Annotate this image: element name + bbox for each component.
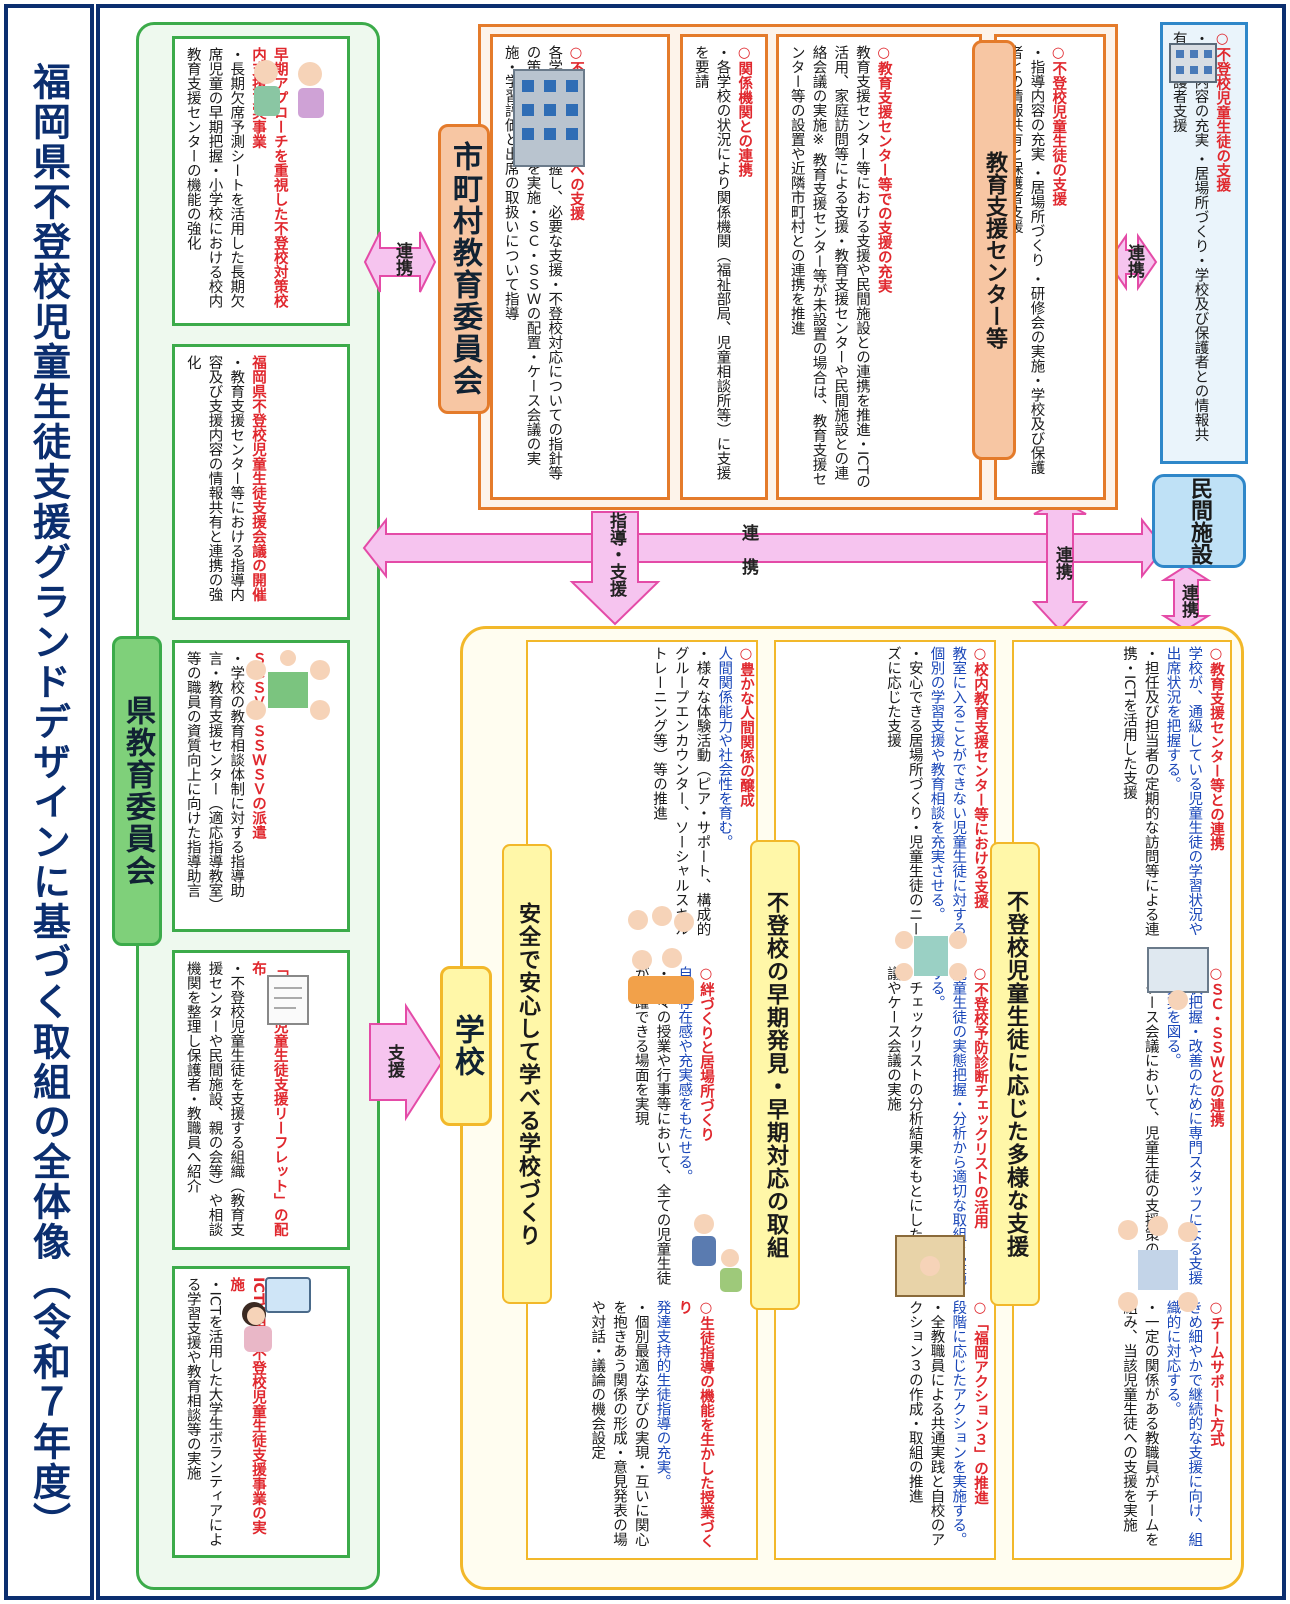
school-diverse-item-3: ○教育支援センター等との連携 学校が、通級している児童生徒の学習状況や出席状況を…: [1050, 646, 1226, 946]
private-facility-region: ○不登校児童生徒の支援 ・指導内容の充実 ・居場所づくり・学校及び保護者との情報…: [1160, 22, 1248, 464]
pref-card-meeting-body: ・教育支援センター等における指導内容及び支援内容の情報共有と連携の強化: [184, 355, 245, 602]
renkei-arrow-label-long: 連 携: [738, 524, 758, 575]
pref-card-ict-body: ・ICTを活用した大学生ボランティアによる学習支援や教育相談等の実施: [184, 1277, 223, 1547]
school-early-item-2-sub: 児童生徒の実態把握・分析から適切な取組を実施する。: [928, 966, 967, 1285]
shido-shien-arrow-label: 指導・支援: [606, 512, 626, 597]
private-facility-body: ・指導内容の充実 ・居場所づくり・学校及び保護者との情報共有と保護者支援: [1170, 31, 1209, 442]
prefecture-board-label-box: 県教育委員会: [112, 636, 162, 946]
building-illustration-icon: [508, 60, 590, 170]
pref-card-scsv: ＳＣＳＶ・ＳＳＷＳＶの派遣 ・学校の教育相談体制に対する指導助言・教育支援センタ…: [172, 640, 350, 932]
pref-card-meeting: 福岡県不登校児童生徒支援会議の開催 ・教育支援センター等における指導内容及び支援…: [172, 344, 350, 620]
muni-card-agencies: ○関係機関との連携 ・各学校の状況により関係機関（福祉部局、児童相談所等）に支援…: [680, 34, 768, 500]
page-title-box: 福岡県不登校児童生徒支援グランドデザインに基づく取組の全体像（令和７年度）: [4, 4, 94, 1600]
meeting-illustration-icon: [240, 648, 332, 732]
private-facility-label-box: 民間施設: [1152, 474, 1246, 568]
school-section-safe-title: 安全で安心して学べる学校づくり: [515, 901, 540, 1247]
renkei-arrow-label-right: 連携: [1052, 546, 1072, 580]
school-early-item-3-heading: ○校内教育支援センター等における支援: [972, 646, 988, 909]
school-early-item-1-body: ・全教職員による共通実践と自校のアクション３の作成・取組の推進: [906, 1300, 945, 1547]
school-early-item-1: ○「福岡アクション３」の推進 段階に応じたアクションを実施する。 ・全教職員によ…: [810, 1300, 990, 1560]
teacher-student-illustration-icon: [684, 1206, 748, 1296]
support-center-label-box: 教育支援センター等: [972, 40, 1016, 460]
school-section-early-title-box: 不登校の早期発見・早期対応の取組: [750, 840, 800, 1310]
school-label-box: 学校: [440, 966, 492, 1126]
support-center-label: 教育支援センター等: [982, 151, 1007, 349]
school-safe-item-1-body: ・個別最適な学びの実現・互いに関心を抱きあう関係の形成・意見発表の場や対話・議論…: [589, 1300, 649, 1547]
school-safe-item-2-heading: ○絆づくりと居場所づくり: [698, 966, 714, 1142]
school-diverse-item-1-heading: ○チームサポート方式: [1208, 1300, 1224, 1447]
outer-frame: [96, 4, 1286, 1600]
school-section-diverse-title: 不登校児童生徒に応じた多様な支援: [1003, 890, 1028, 1258]
school-safe-item-1: ○生徒指導の機能を生かした授業づくり 発達支持的生徒指導の充実。 ・個別最適な学…: [566, 1300, 716, 1560]
pref-card-early-body: ・長期欠席予測シートを活用した長期欠席児童の早期把握・小学校における校内教育支援…: [184, 47, 245, 308]
team-support-illustration-icon: [1108, 1210, 1208, 1320]
school-safe-item-3: ○豊かな人間関係の醸成 人間関係能力や社会性を育む。 ・様々な体験活動（ピア・サ…: [566, 646, 756, 946]
leaflet-illustration-icon: [262, 972, 314, 1028]
pref-card-scsv-body: ・学校の教育相談体制に対する指導助言・教育支援センター（適応指導教室）等の職員の…: [184, 651, 245, 912]
school-safe-item-2-body: ・日々の授業や行事等において、全ての児童生徒が活躍できる場面を実現: [632, 966, 671, 1285]
private-facility-heading: ○不登校児童生徒の支援: [1214, 31, 1231, 192]
prefecture-board-label: 県教育委員会: [120, 695, 155, 887]
school-diverse-item-1: ○チームサポート方式 きめ細やかで継続的な支援に向け、組織的に対応する。 ・一定…: [1050, 1300, 1226, 1560]
school-section-diverse: [1012, 640, 1232, 1560]
pref-card-scsv-heading: ＳＣＳＶ・ＳＳＷＳＶの派遣: [250, 651, 266, 840]
muni-card-agencies-body: ・各学校の状況により関係機関（福祉部局、児童相談所等）に支援を要請: [692, 45, 731, 480]
pref-card-leaflet-body: ・不登校児童生徒を支援する組織（教育支援センターや民間施設、親の会等）や相談機関…: [184, 961, 245, 1237]
classroom-illustration-icon: [890, 1230, 970, 1310]
muni-card-center-heading: ○教育支援センター等での支援の充実: [875, 45, 892, 293]
renkei-arrow-label-top: 連携: [392, 242, 412, 276]
school-safe-item-3-body: ・様々な体験活動（ピア・サポート、構成的グループエンカウンター、ソーシャルスキル…: [651, 646, 711, 936]
school-safe-item-3-heading: ○豊かな人間関係の醸成: [738, 646, 754, 807]
school-early-item-2-heading: ○不登校予防診断チェックリストの活用: [972, 966, 988, 1229]
school-section-safe: [526, 640, 758, 1560]
renkei-arrow-label-center: 連携: [1124, 244, 1144, 278]
municipal-board-label-box: 市町村教育委員会: [438, 124, 490, 414]
school-safe-item-1-sub: 発達支持的生徒指導の充実。: [654, 1300, 671, 1489]
school-early-item-2-body: ・チェックリストの分析結果をもとにした学年会議やケース会議の実施: [885, 966, 923, 1285]
school-safe-item-2-sub: 自己存在感や充実感をもたせる。: [676, 966, 693, 1184]
school-diverse-item-1-body: ・一定の関係がある教職員がチームを組み、当該児童生徒への支援を実施: [1121, 1300, 1159, 1547]
renkei-arrow-label-facility: 連携: [1178, 584, 1198, 618]
shien-arrow-label: 支援: [384, 1044, 404, 1078]
school-early-item-3-body: ・安心できる居場所づくり・児童生徒のニーズに応じた支援: [885, 646, 923, 936]
pref-card-ict: ICT活用型不登校児童生徒支援事業の実施 ・ICTを活用した大学生ボランティアに…: [172, 1266, 350, 1558]
school-section-diverse-title-box: 不登校児童生徒に応じた多様な支援: [990, 842, 1040, 1306]
school-diverse-item-2-body: ・ケース会議において、児童生徒の支援策の助言: [1142, 966, 1159, 1285]
school-section-safe-title-box: 安全で安心して学べる学校づくり: [502, 844, 552, 1304]
facility-building-icon: [1166, 40, 1220, 86]
school-safe-item-3-sub: 人間関係能力や社会性を育む。: [716, 646, 733, 849]
pref-card-meeting-heading: 福岡県不登校児童生徒支援会議の開催: [250, 355, 266, 602]
muni-card-agencies-heading: ○関係機関との連携: [736, 45, 753, 177]
page-title: 福岡県不登校児童生徒支援グランドデザインに基づく取組の全体像（令和７年度）: [26, 62, 71, 1542]
school-diverse-item-3-body: ・担任及び担当者の定期的な訪問等による連携・ICTを活用した支援: [1121, 646, 1159, 936]
school-safe-item-2: ○絆づくりと居場所づくり 自己存在感や充実感をもたせる。 ・日々の授業や行事等に…: [566, 966, 716, 1286]
consultation-illustration-icon: [244, 48, 336, 128]
school-early-item-1-sub: 段階に応じたアクションを実施する。: [950, 1300, 967, 1547]
muni-card-center: ○教育支援センター等での支援の充実 教育支援センター等における支援や民間施設との…: [776, 34, 982, 500]
school-diverse-item-2-heading: ○ＳＣ・ＳＳＷとの連携: [1208, 966, 1224, 1127]
support-center-heading: ○不登校児童生徒の支援: [1050, 45, 1067, 206]
school-section-early-title: 不登校の早期発見・早期対応の取組: [763, 891, 788, 1259]
municipal-board-label: 市町村教育委員会: [447, 141, 482, 397]
counselor-illustration-icon: [1140, 942, 1216, 1016]
school-section-early: [774, 640, 996, 1560]
muni-card-center-body: 教育支援センター等における支援や民間施設との連携を推進・ICTの活用、家庭訪問等…: [788, 45, 870, 489]
school-diverse-item-2: ○ＳＣ・ＳＳＷとの連携 現状把握・改善のために専門スタッフによる支援の充実を図る…: [1050, 966, 1226, 1286]
school-diverse-item-3-sub: 学校が、通級している児童生徒の学習状況や出席状況を把握する。: [1164, 646, 1203, 936]
pref-card-leaflet-heading: 「不登校児童生徒支援リーフレット」の配布: [250, 961, 288, 1237]
school-early-item-2: ○不登校予防診断チェックリストの活用 児童生徒の実態把握・分析から適切な取組を実…: [810, 966, 990, 1286]
pc-user-illustration-icon: [236, 1270, 316, 1356]
school-early-item-1-heading: ○「福岡アクション３」の推進: [972, 1300, 988, 1505]
school-diverse-item-3-heading: ○教育支援センター等との連携: [1208, 646, 1224, 851]
group-meeting-illustration-icon: [890, 910, 970, 1000]
students-group-illustration-icon: [618, 900, 704, 1010]
school-diverse-item-1-sub: きめ細やかで継続的な支援に向け、組織的に対応する。: [1164, 1300, 1203, 1547]
school-early-item-3-sub: 教室に入ることができない児童生徒に対する個別の学習支援や教育相談を充実させる。: [928, 646, 967, 936]
school-early-item-3: ○校内教育支援センター等における支援 教室に入ることができない児童生徒に対する個…: [810, 646, 990, 946]
pref-card-leaflet: 「不登校児童生徒支援リーフレット」の配布 ・不登校児童生徒を支援する組織（教育支…: [172, 950, 350, 1250]
private-facility-label: 民間施設: [1187, 477, 1212, 565]
school-label: 学校: [449, 1014, 484, 1078]
school-safe-item-1-heading: ○生徒指導の機能を生かした授業づくり: [676, 1300, 714, 1548]
